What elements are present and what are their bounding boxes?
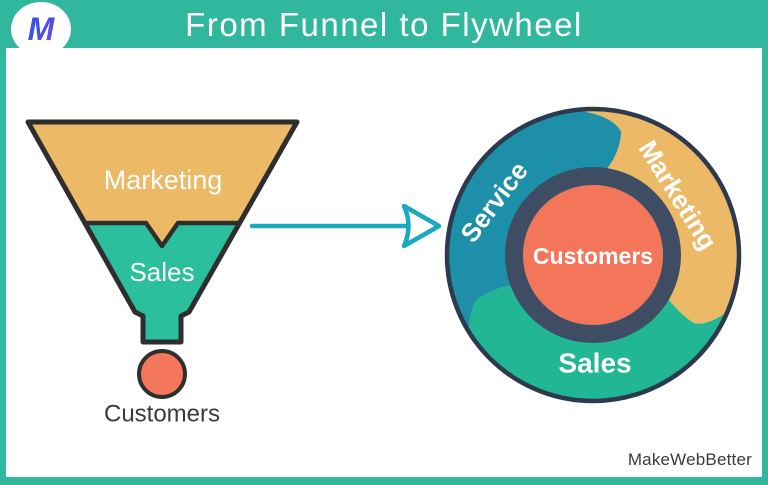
logo-monogram-icon: M	[28, 11, 56, 47]
brand-logo: M	[11, 2, 71, 56]
page-title: From Funnel to Flywheel	[185, 6, 583, 43]
flywheel-hub-label: Customers	[533, 243, 653, 269]
logo-monogram: M	[28, 11, 56, 47]
funnel-stage-sales	[84, 223, 240, 342]
flywheel-hub	[523, 185, 663, 325]
flywheel-outline	[444, 106, 742, 404]
customers-dot	[137, 349, 187, 399]
flywheel-ring	[505, 167, 681, 343]
funnel-outline	[25, 119, 300, 345]
header-band: From Funnel to Flywheel	[0, 0, 768, 48]
funnel-stage-marketing	[28, 122, 297, 246]
arrow-head	[401, 203, 442, 249]
brand-text: MakeWebBetter	[627, 450, 752, 469]
customers-caption: Customers	[104, 401, 220, 428]
funnel-marketing-label: Marketing	[104, 165, 223, 195]
funnel-stage-divider	[84, 220, 240, 249]
funnel-sales-label: Sales	[129, 257, 194, 287]
flywheel-sales-label: Sales	[558, 348, 631, 379]
funnel-group: Marketing Sales Customers	[25, 119, 300, 428]
transition-arrow-icon	[249, 203, 442, 249]
flywheel-group: Service Marketing Sales Customers	[444, 106, 742, 404]
